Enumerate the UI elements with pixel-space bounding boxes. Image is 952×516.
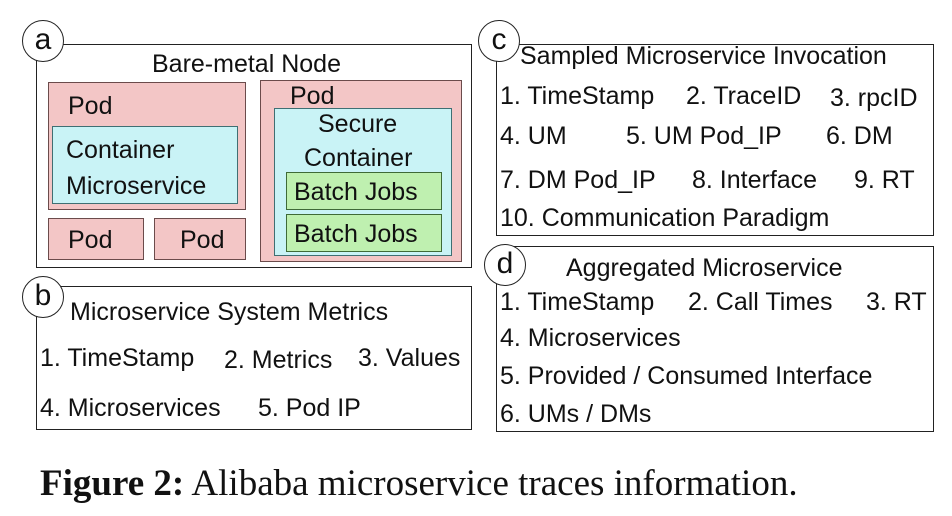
panel-d-title: Aggregated Microservice (566, 254, 843, 282)
panel-d-item: 4. Microservices (500, 324, 681, 352)
panel-d-item: 1. TimeStamp (500, 288, 655, 316)
pod-top-left-label: Pod (68, 92, 113, 120)
panel-c-item: 2. TraceID (686, 82, 802, 110)
panel-a-title: Bare-metal Node (152, 50, 341, 78)
panel-c-marker: c (478, 20, 520, 62)
panel-c-item: 7. DM Pod_IP (500, 166, 656, 194)
secure-container-label: Container (304, 144, 413, 172)
panel-c (496, 44, 934, 236)
pod-bottom-2 (154, 218, 246, 260)
panel-c-item: 1. TimeStamp (500, 82, 655, 110)
panel-b-item: 2. Metrics (224, 346, 333, 374)
panel-b-marker: b (22, 276, 64, 318)
container-microservice (52, 126, 238, 204)
panel-c-item: 6. DM (826, 122, 893, 150)
container-label: Container (66, 136, 175, 164)
panel-c-item: 5. UM Pod_IP (626, 122, 782, 150)
secure-label: Secure (318, 110, 398, 138)
panel-c-item: 4. UM (500, 122, 567, 150)
pod-bottom-1-label: Pod (68, 226, 113, 254)
pod-bottom-2-label: Pod (180, 226, 225, 254)
panel-d-item: 5. Provided / Consumed Interface (500, 362, 873, 390)
panel-d (496, 246, 934, 432)
batch-jobs-1 (286, 172, 442, 210)
panel-c-item: 3. rpcID (830, 84, 918, 112)
panel-c-item: 8. Interface (692, 166, 818, 194)
pod-bottom-1 (48, 218, 144, 260)
panel-d-item: 6. UMs / DMs (500, 400, 652, 428)
panel-d-marker: d (484, 244, 526, 286)
panel-c-item: 10. Communication Paradigm (500, 204, 830, 232)
batch-jobs-1-label: Batch Jobs (294, 178, 418, 206)
figure-caption: Figure 2: Alibaba microservice traces in… (40, 462, 798, 505)
panel-a-marker: a (22, 20, 64, 62)
pod-right-label: Pod (290, 82, 335, 110)
batch-jobs-2 (286, 214, 442, 252)
panel-b-title: Microservice System Metrics (70, 298, 389, 326)
panel-d-item: 2. Call Times (688, 288, 833, 316)
panel-c-title: Sampled Microservice Invocation (520, 42, 887, 70)
panel-b-item: 4. Microservices (40, 394, 221, 422)
panel-b-item: 5. Pod IP (258, 394, 361, 422)
figure-caption-text: Alibaba microservice traces information. (184, 463, 798, 504)
panel-c-item: 9. RT (854, 166, 915, 194)
batch-jobs-2-label: Batch Jobs (294, 220, 418, 248)
figure-caption-label: Figure 2: (40, 463, 185, 504)
panel-b (36, 286, 472, 430)
panel-b-item: 3. Values (358, 344, 461, 372)
microservice-label: Microservice (66, 172, 207, 200)
panel-b-item: 1. TimeStamp (40, 344, 195, 372)
panel-d-item: 3. RT (866, 288, 927, 316)
